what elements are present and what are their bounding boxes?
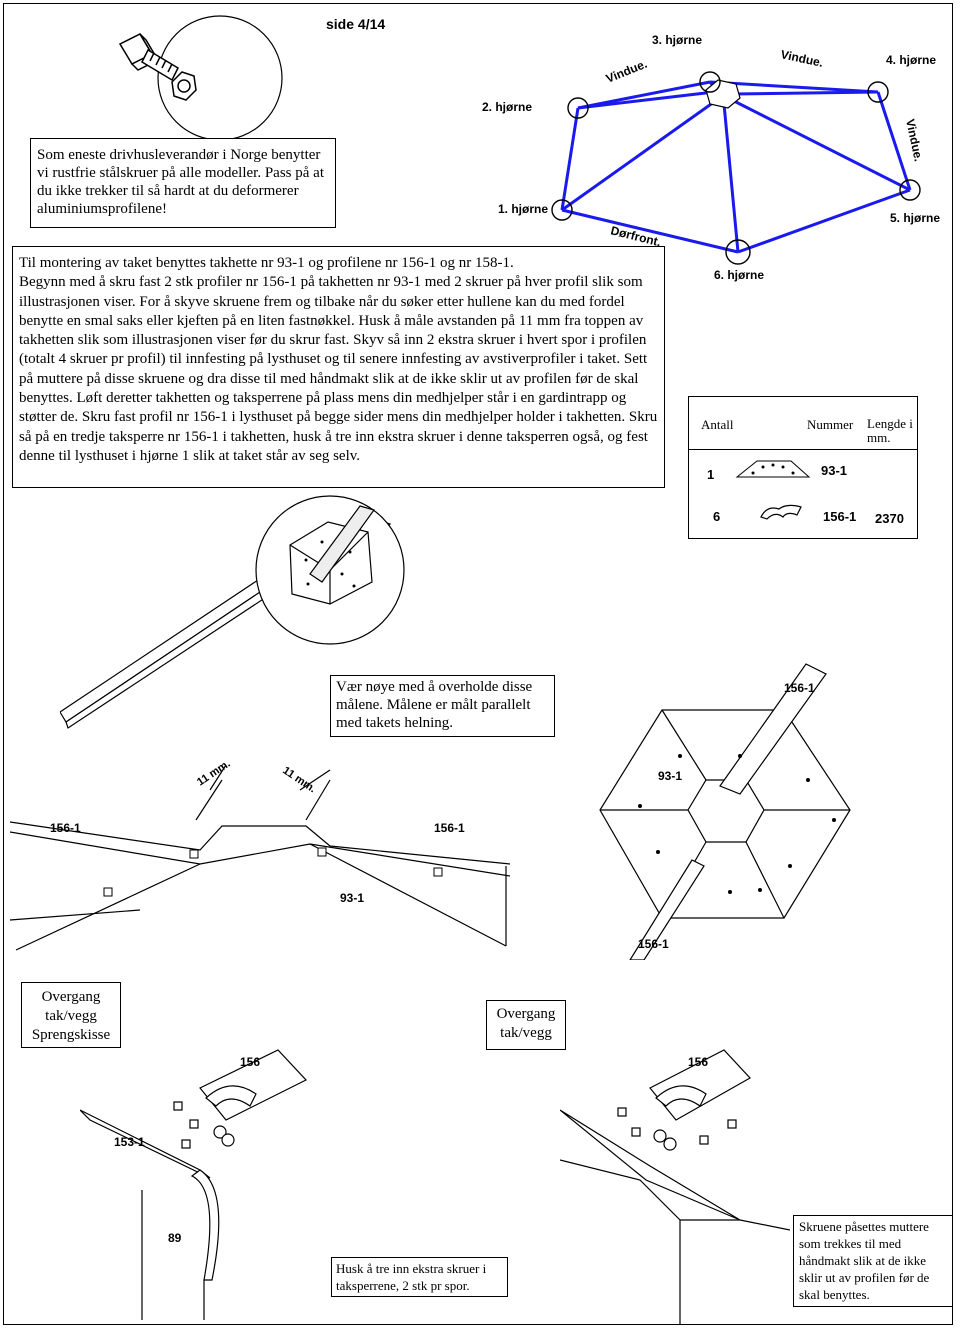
label-156-left: 156: [240, 1055, 260, 1069]
extra-screws-note: Husk å tre inn ekstra skruer i taksperre…: [331, 1257, 508, 1297]
side-label-window-1: Vindue.: [604, 57, 649, 86]
corner-label-3: 3. hjørne: [652, 33, 702, 47]
corner-plan-diagram: 1. hjørne 2. hjørne 3. hjørne 4. hjørne …: [482, 33, 940, 282]
table-row-2-antall: 6: [713, 509, 721, 524]
transition-label: Overgang tak/vegg: [486, 1000, 566, 1050]
corner-label-4: 4. hjørne: [886, 53, 936, 67]
stainless-screw-note: Som eneste drivhusleverandør i Norge ben…: [30, 138, 336, 228]
roof-hub-illustration: [60, 495, 405, 729]
label-156-1-hub-top: 156-1: [784, 681, 815, 695]
roof-side-view: 11 mm. 11 mm. 156-1 156-1 93-1: [10, 760, 510, 951]
instructions-body: Begynn med å skru fast 2 stk profiler nr…: [19, 274, 658, 464]
parts-table: Antall Nummer Lengde i mm. 1 93-1 6 156-…: [688, 396, 918, 539]
label-156-1-hub-bottom: 156-1: [638, 937, 669, 951]
table-row-2-nummer: 156-1: [823, 509, 857, 524]
transition-assembled-drawing: 156: [560, 1049, 790, 1325]
label-156-1-left: 156-1: [50, 821, 81, 835]
corner-label-6: 6. hjørne: [714, 268, 764, 282]
corner-label-5: 5. hjørne: [890, 211, 940, 225]
table-header-lengde: Lengde i mm.: [867, 416, 913, 445]
label-153-1: 153-1: [114, 1135, 145, 1149]
table-row-1-nummer: 93-1: [821, 463, 848, 478]
assembly-instructions: Til montering av taket benyttes takhette…: [12, 246, 665, 488]
table-row-1-antall: 1: [707, 467, 715, 482]
label-156-1-right: 156-1: [434, 821, 465, 835]
corner-label-1: 1. hjørne: [498, 202, 548, 216]
side-label-window-2: Vindue.: [779, 47, 824, 70]
table-divider: [689, 449, 917, 450]
measure-label-right: 11 mm.: [280, 765, 318, 796]
nut-tightening-note: Skruene påsettes muttere som trekkes til…: [793, 1215, 953, 1307]
table-row-2-lengde: 2370: [875, 511, 904, 526]
label-93-1-side: 93-1: [340, 891, 364, 905]
page-number: side 4/14: [326, 16, 386, 32]
side-label-window-3: Vindue.: [903, 118, 926, 163]
hub-top-view: 156-1 93-1 156-1: [599, 663, 851, 960]
table-header-antall: Antall: [701, 417, 734, 432]
table-header-nummer: Nummer: [807, 417, 854, 432]
part-156-1-icon: [760, 504, 802, 520]
corner-label-2: 2. hjørne: [482, 100, 532, 114]
label-93-1-hub: 93-1: [658, 769, 682, 783]
bolt-illustration: [118, 15, 283, 140]
page-frame: [3, 3, 953, 1325]
measurement-note: Vær nøye med å overholde disse målene. M…: [330, 675, 555, 737]
label-89: 89: [168, 1231, 182, 1245]
transition-exploded-label: Overgang tak/vegg Sprengskisse: [21, 982, 121, 1048]
label-156-right: 156: [688, 1055, 708, 1069]
instructions-intro: Til montering av taket benyttes takhette…: [19, 255, 514, 271]
part-93-1-icon: [735, 460, 811, 478]
transition-exploded-drawing: 156 153-1 89: [80, 1049, 307, 1320]
